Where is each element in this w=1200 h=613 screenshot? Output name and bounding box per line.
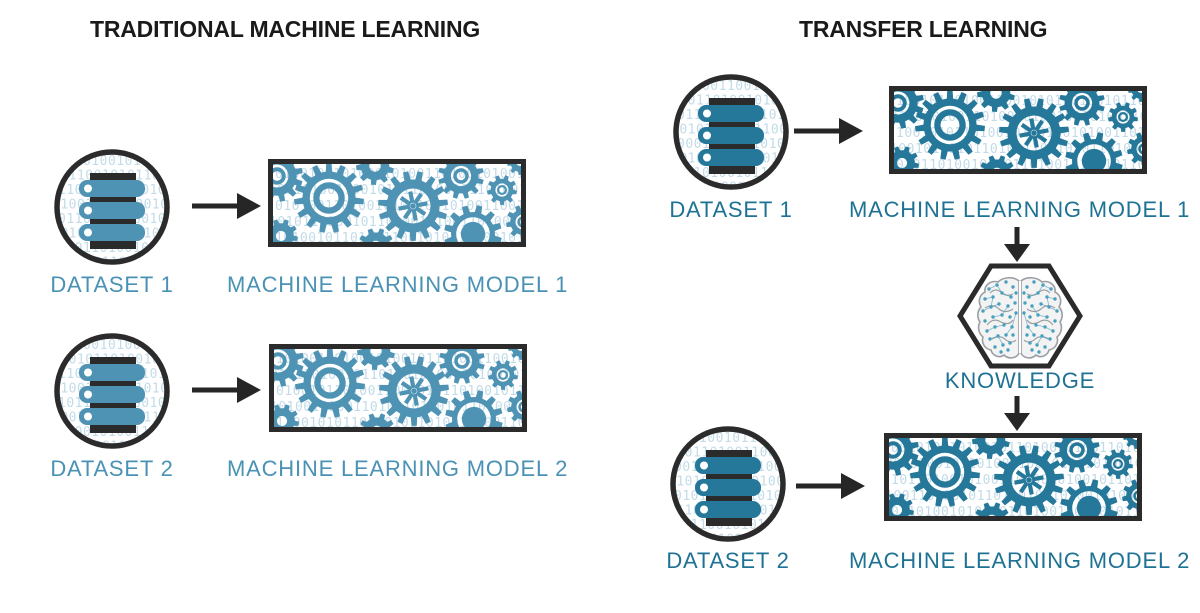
arrow-right-icon <box>794 118 863 144</box>
traditional-model1-label: MACHINE LEARNING MODEL 1 <box>227 272 569 297</box>
traditional-model2-label: MACHINE LEARNING MODEL 2 <box>227 456 569 481</box>
arrow-down-icon <box>1004 227 1030 262</box>
gears-icon: 1001011010011001010110100101101000100101… <box>894 91 1142 169</box>
gears-icon: 1010011010010100101101001100101010101101… <box>274 349 522 427</box>
traditional-model2-box: 1010011010010100101101001100101010101101… <box>269 344 527 432</box>
transfer-dataset1-label: DATASET 1 <box>669 197 793 222</box>
knowledge-label: KNOWLEDGE <box>944 368 1096 393</box>
svg-text:101101001010011: 101101001010011 <box>671 181 791 193</box>
traditional-dataset1-label: DATASET 1 <box>50 272 174 297</box>
transfer-model2-box: 0010101101001011010010100110100100010100… <box>884 433 1142 521</box>
dataset-icon: 1010011001010111001101001010010110100101… <box>671 74 791 193</box>
transfer-model2-label: MACHINE LEARNING MODEL 2 <box>849 548 1191 573</box>
brain-icon <box>977 276 1063 359</box>
dataset-icon: 1010010100101101001011010010101101001100… <box>52 333 172 452</box>
traditional-model1-box: 0100101101000101001101001010010111011010… <box>268 159 526 247</box>
transfer-dataset2-label: DATASET 2 <box>666 548 790 573</box>
gears-icon: 0100101101000101001101001010010111011010… <box>273 164 521 242</box>
transfer-model1-label: MACHINE LEARNING MODEL 1 <box>849 197 1191 222</box>
transfer-model1-box: 1001011010011001010110100101101000100101… <box>889 86 1147 174</box>
dataset-icon: 0110100101001100011001010110101101001010… <box>52 149 172 268</box>
traditional-dataset2-label: DATASET 2 <box>50 456 174 481</box>
arrow-right-icon <box>192 377 261 403</box>
arrow-down-icon <box>1004 396 1030 431</box>
svg-text:010010110100110: 010010110100110 <box>52 256 172 268</box>
svg-text:110100101001011: 110100101001011 <box>668 533 788 545</box>
transfer-learning-heading: TRANSFER LEARNING <box>799 16 1048 42</box>
svg-text:100101011010010: 100101011010010 <box>52 440 172 452</box>
arrow-right-icon <box>192 193 261 219</box>
dataset-icon: 1101001011010010101101001100100010100110… <box>668 426 788 545</box>
gears-icon: 0010101101001011010010100110100100010100… <box>889 438 1137 516</box>
traditional-ml-heading: TRADITIONAL MACHINE LEARNING <box>90 16 481 42</box>
arrow-right-icon <box>796 473 865 499</box>
